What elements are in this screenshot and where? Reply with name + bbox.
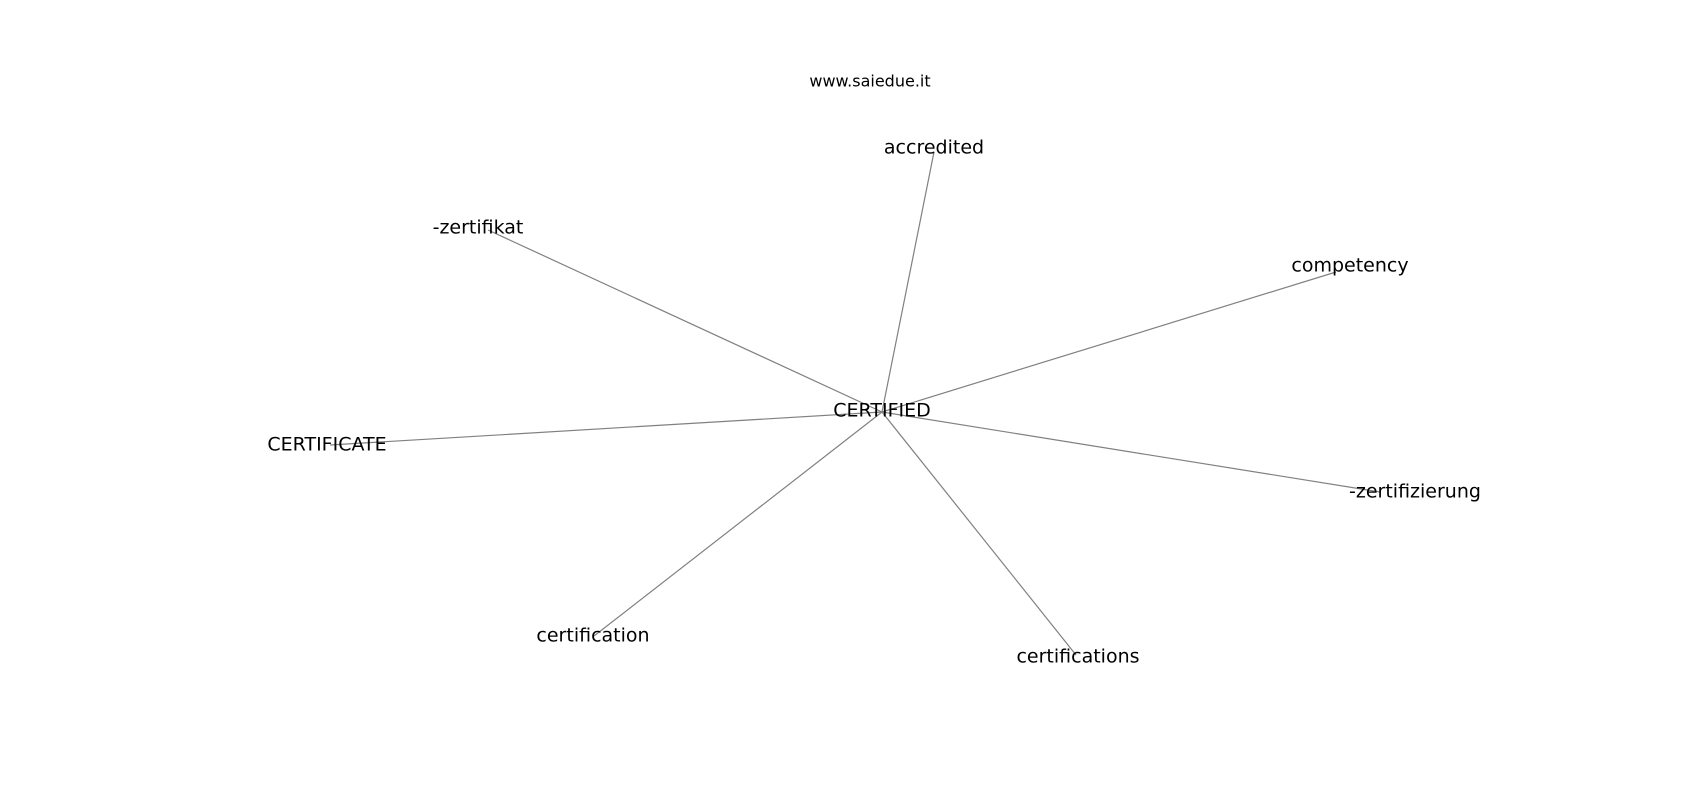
node-zertifizierung: -zertifizierung [1349, 481, 1481, 503]
node-certifications: certifications [1016, 646, 1139, 668]
node-accredited: accredited [884, 137, 984, 159]
node-center: CERTIFIED [833, 400, 930, 422]
edges-group [329, 151, 1381, 656]
node-competency: competency [1291, 255, 1408, 277]
node-certification: certification [536, 625, 649, 647]
labels-group: www.saiedue.it CERTIFIED accredited -zer… [267, 72, 1481, 668]
site-watermark: www.saiedue.it [809, 72, 930, 91]
edge-certifications [881, 411, 1077, 656]
node-zertifikat: -zertifikat [433, 217, 524, 239]
edge-accredited [881, 151, 935, 413]
node-certificate: CERTIFICATE [267, 434, 386, 456]
edge-certificate [329, 411, 883, 446]
edge-certification [593, 411, 883, 637]
edge-competency [881, 271, 1337, 413]
edge-zertifizierung [881, 411, 1381, 493]
edge-zertifikat [487, 229, 883, 413]
